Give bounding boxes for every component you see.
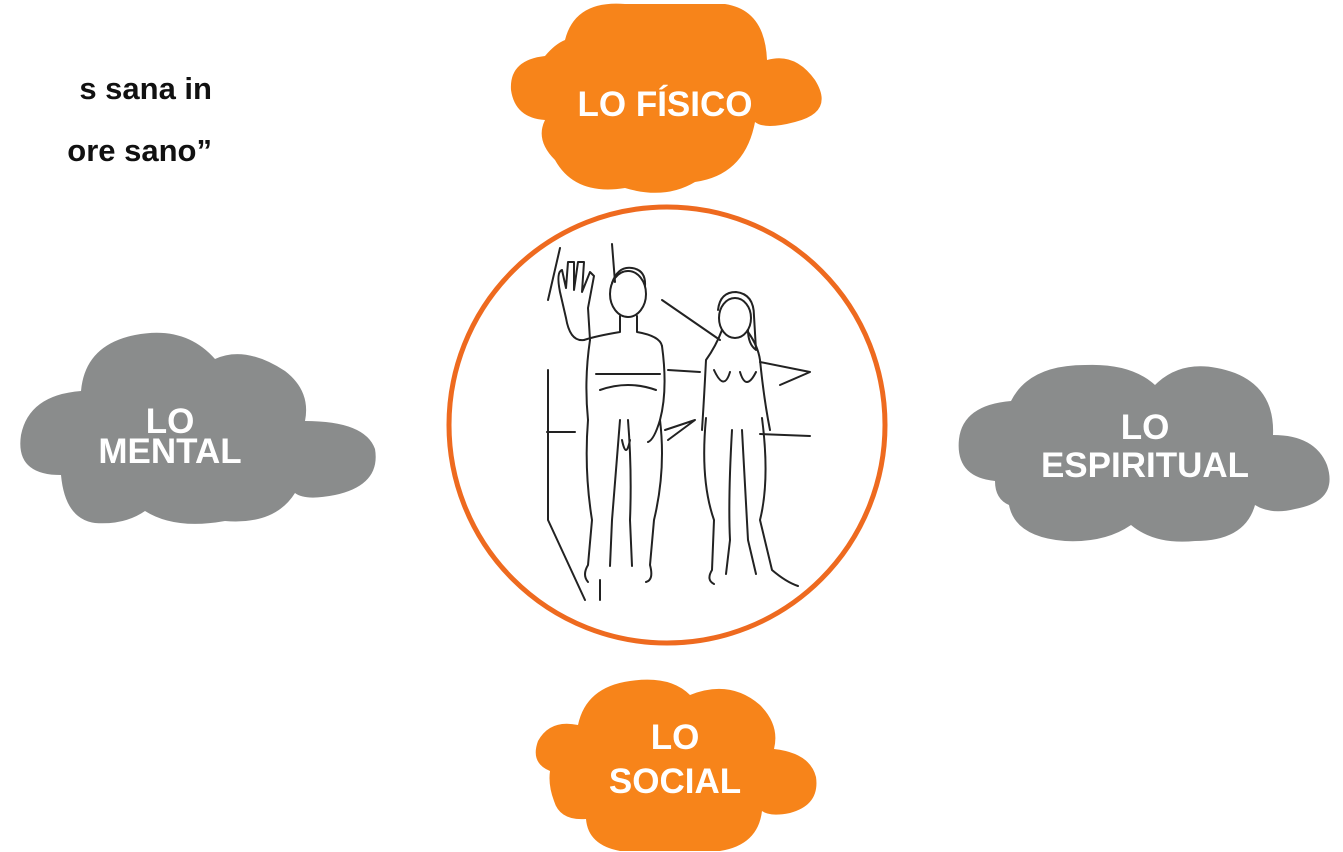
cloud-shape [535, 679, 817, 851]
cloud-label-social-2: SOCIAL [608, 762, 742, 801]
cloud-label-social-1: LO [650, 718, 700, 757]
cloud-shape [958, 364, 1330, 542]
quote-text: s sana in ore sano” [0, 58, 300, 182]
quote-line-1: s sana in [79, 71, 212, 106]
cloud-label-espiritual-1: LO [1120, 408, 1170, 447]
cloud-lo-fisico: LO FÍSICO [495, 0, 835, 200]
cloud-label-mental-1: LO [145, 402, 195, 441]
quote-line-2: ore sano” [67, 133, 212, 168]
cloud-label-mental-2: MENTAL [98, 432, 242, 471]
cloud-lo-mental: LO MENTAL [15, 325, 380, 530]
cloud-shape [510, 3, 822, 193]
cloud-lo-espiritual: LO ESPIRITUAL [955, 355, 1335, 545]
cloud-label-espiritual-2: ESPIRITUAL [1040, 446, 1250, 485]
cloud-lo-social: LO SOCIAL [530, 675, 820, 852]
cloud-shape [20, 332, 376, 524]
cloud-label-fisico: LO FÍSICO [577, 85, 753, 124]
human-figures-illustration [546, 243, 811, 601]
center-ring [446, 204, 888, 646]
